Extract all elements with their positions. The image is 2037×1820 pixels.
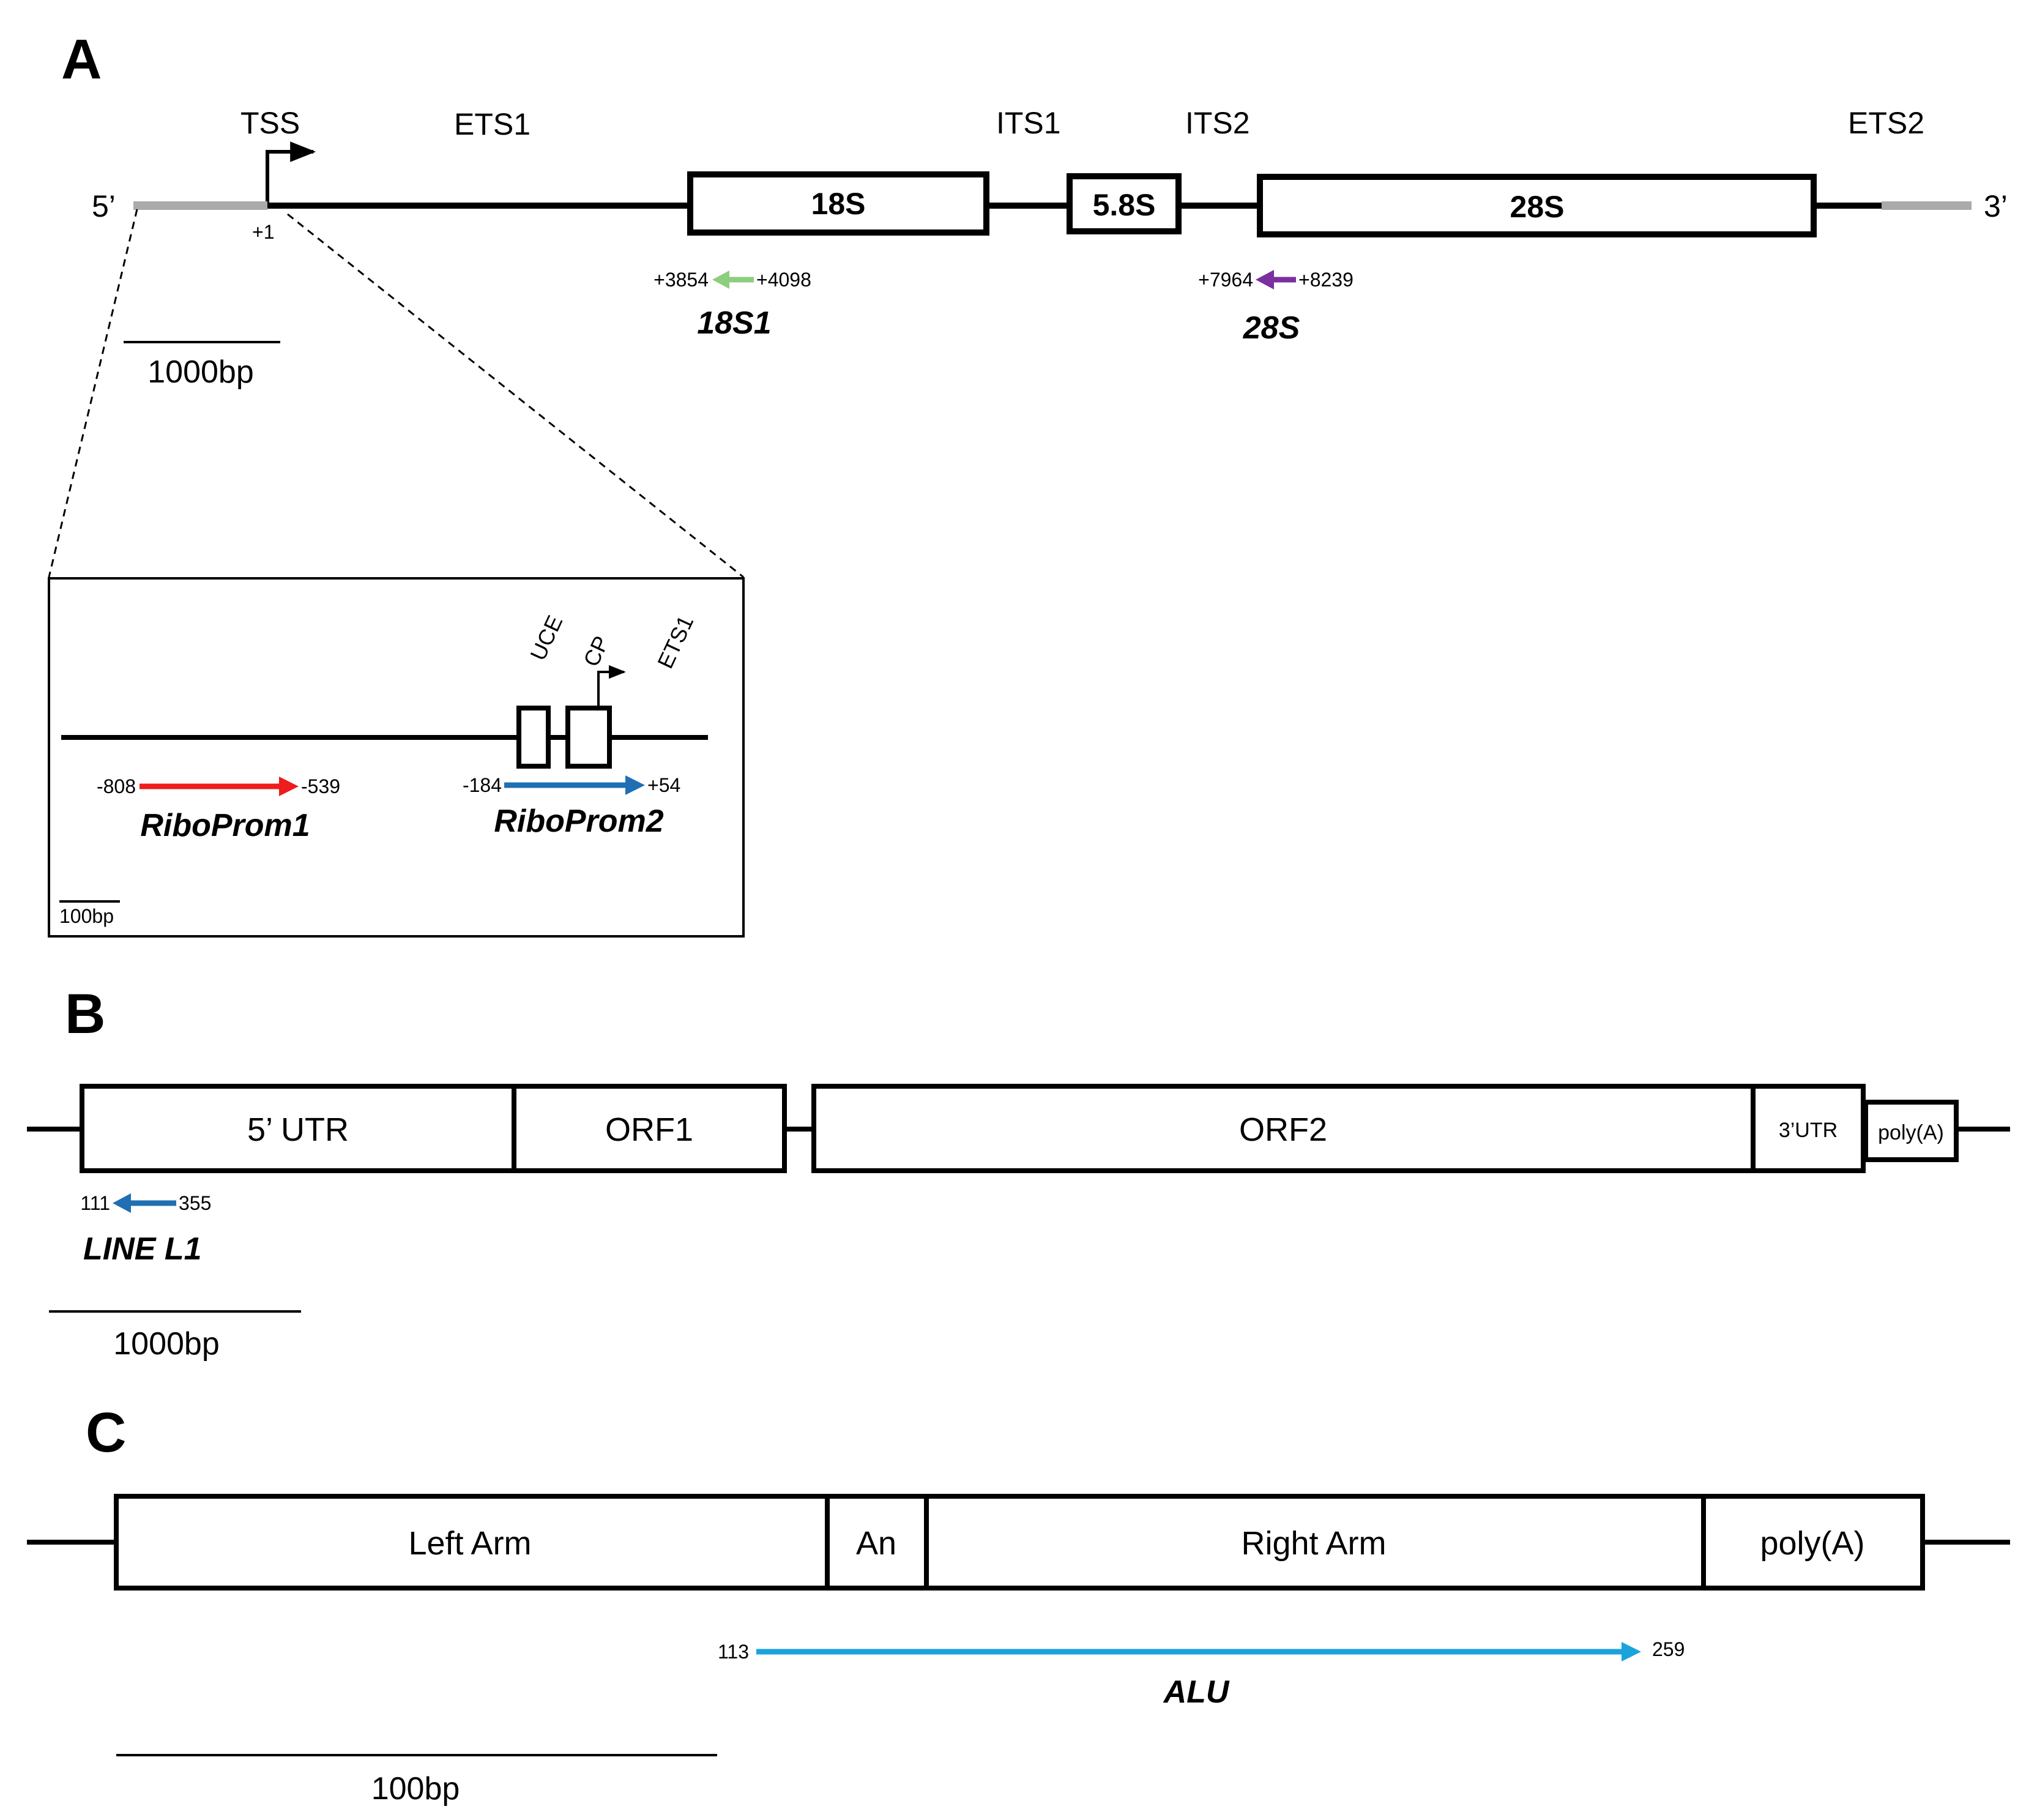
box-5-utr	[80, 1084, 516, 1173]
primer-28s-name: 28S	[1243, 310, 1300, 346]
primer-18s1-arrow	[712, 270, 754, 289]
cp-box	[565, 706, 612, 769]
box-poly-a-alu	[1701, 1494, 1925, 1591]
panel-b: B 5’ UTR ORF1 ORF2 3’UTR poly(A) 111 355…	[27, 983, 2010, 1362]
box-right-arm	[924, 1494, 1706, 1591]
label-poly-a-line: poly(A)	[1878, 1121, 1944, 1144]
box-left-arm	[114, 1494, 830, 1591]
uce-box	[516, 706, 551, 769]
primer-18s1-name: 18S1	[697, 305, 771, 341]
panel-a-letter: A	[61, 28, 102, 91]
primer-28s-start: +7964	[1198, 269, 1253, 291]
inset-tss-arrow-icon	[597, 665, 626, 708]
label-orf2: ORF2	[1239, 1111, 1327, 1148]
riboprom1-start: -808	[97, 775, 136, 797]
ets1-label: ETS1	[454, 107, 531, 141]
five-prime-label: 5’	[92, 189, 116, 223]
box-an	[825, 1494, 929, 1591]
panel-a: A TSS ETS1 ITS1 ITS2 ETS2 5’ 3’ +1 18S 5…	[48, 28, 2008, 938]
riboprom2-start: -184	[463, 774, 502, 796]
label-orf1: ORF1	[605, 1111, 693, 1148]
plus-one-label: +1	[252, 221, 274, 243]
tss-label: TSS	[240, 106, 300, 140]
primer-18s1-start: +3854	[654, 269, 709, 291]
label-an: An	[856, 1525, 896, 1562]
riboprom2-end: +54	[647, 774, 680, 796]
ets2-label: ETS2	[1848, 106, 1924, 140]
alu-start: 113	[718, 1641, 749, 1663]
label-right-arm: Right Arm	[1241, 1525, 1386, 1562]
riboprom1-end: -539	[301, 775, 340, 797]
promoter-inset: UCE CP ETS1 -808 -539 RiboProm1 -184 +54…	[48, 577, 745, 938]
label-5-8s: 5.8S	[1093, 188, 1156, 222]
box-3-utr	[1751, 1084, 1866, 1173]
three-prime-label: 3’	[1984, 189, 2008, 223]
label-3-utr: 3’UTR	[1779, 1119, 1838, 1142]
panel-b-scale-label: 1000bp	[113, 1326, 220, 1362]
line-l1-start: 111	[80, 1192, 110, 1214]
its1-label: ITS1	[996, 106, 1061, 140]
primer-18s1-end: +4098	[756, 269, 811, 291]
inset-frame	[48, 577, 745, 938]
line-l1-arrow	[113, 1193, 176, 1213]
box-5-8s	[1067, 173, 1182, 234]
label-poly-a-alu: poly(A)	[1760, 1525, 1864, 1562]
panel-a-scale-label: 1000bp	[147, 354, 254, 390]
panel-c-letter: C	[86, 1401, 126, 1464]
riboprom2-name: RiboProm2	[494, 804, 663, 839]
panel-c-scale-label: 100bp	[371, 1771, 460, 1807]
box-poly-a-line	[1863, 1100, 1959, 1162]
riboprom2-arrow	[504, 775, 645, 795]
zoom-guide-right	[287, 213, 744, 578]
box-18s	[687, 171, 989, 236]
line-l1-end: 355	[179, 1192, 211, 1214]
label-18s: 18S	[811, 187, 866, 221]
riboprom1-name: RiboProm1	[140, 808, 310, 843]
panel-b-letter: B	[65, 983, 105, 1045]
its2-label: ITS2	[1185, 106, 1250, 140]
label-5-utr: 5’ UTR	[247, 1111, 349, 1148]
label-28s: 28S	[1510, 190, 1565, 224]
primer-28s-arrow	[1256, 270, 1296, 289]
line-l1-name: LINE L1	[83, 1231, 202, 1267]
zoom-guide-left	[48, 209, 138, 578]
label-left-arm: Left Arm	[408, 1525, 531, 1562]
alu-name: ALU	[1163, 1674, 1230, 1710]
box-28s	[1257, 174, 1817, 237]
riboprom1-arrow	[140, 777, 299, 796]
primer-28s-end: +8239	[1298, 269, 1354, 291]
alu-end: 259	[1652, 1638, 1685, 1660]
box-orf1	[512, 1084, 787, 1173]
alu-arrow	[756, 1642, 1641, 1661]
tss-arrow-icon	[266, 141, 316, 207]
inset-scale-label: 100bp	[59, 905, 114, 927]
panel-c: C Left Arm An Right Arm poly(A) 113 259 …	[27, 1401, 2010, 1807]
